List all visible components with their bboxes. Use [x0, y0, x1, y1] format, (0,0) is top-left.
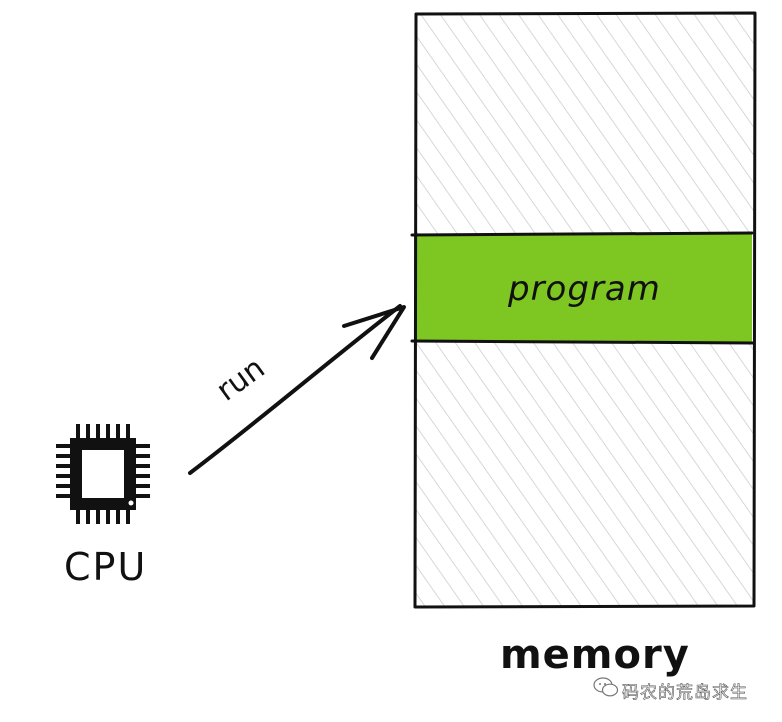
- arrow-head: [342, 305, 406, 360]
- program-region: [414, 234, 752, 342]
- watermark-text: 码农的荒岛求生: [622, 683, 748, 704]
- memory-upper-region: [416, 14, 754, 236]
- memory-outline: [413, 11, 757, 609]
- cpu-label: CPU: [64, 545, 147, 589]
- arrow-shaft: [188, 304, 402, 475]
- memory-block: program: [410, 11, 757, 609]
- wechat-icon: [593, 677, 619, 697]
- run-arrow: run: [188, 304, 406, 475]
- program-label: program: [507, 269, 661, 309]
- memory-lower-region: [416, 342, 754, 606]
- program-bottom-border: [410, 339, 755, 345]
- arrow-label: run: [210, 351, 271, 409]
- cpu-chip-icon: [56, 424, 150, 524]
- memory-label: memory: [500, 632, 690, 678]
- program-top-border: [410, 231, 754, 237]
